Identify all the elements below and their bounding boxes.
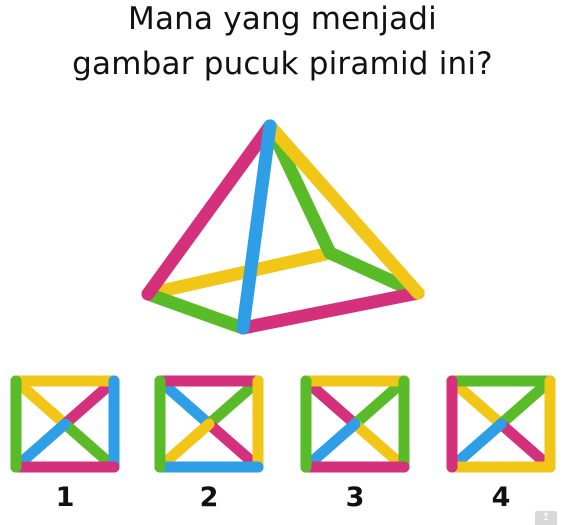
option-1-label[interactable]: 1 — [55, 482, 75, 513]
option-diagonal-bl — [446, 418, 507, 473]
option-diagonal-br — [203, 418, 264, 473]
pyramid-figure — [141, 119, 425, 335]
pyramid-edge-apex-back — [263, 119, 337, 260]
option-diagonal-br — [349, 418, 410, 473]
option-diagonal-tr — [495, 375, 556, 430]
pyramid-edge-apex-front — [236, 119, 277, 335]
option-3-figure[interactable] — [296, 372, 414, 476]
option-diagonal-bl — [154, 418, 215, 473]
pyramid-edge-base-back-right — [323, 246, 425, 300]
pyramid-edge-base-left-back — [141, 246, 337, 301]
option-1-figure[interactable] — [6, 372, 124, 476]
pyramid-edge-apex-left — [141, 119, 277, 301]
option-diagonal-tl — [300, 375, 361, 430]
pyramid-edge-apex-right — [263, 119, 425, 300]
option-3-label[interactable]: 3 — [345, 482, 365, 513]
option-2-figure[interactable] — [150, 372, 268, 476]
pyramid-edge-base-front-right — [236, 286, 425, 335]
option-diagonal-tr — [349, 375, 410, 430]
option-diagonal-br — [495, 418, 556, 473]
pyramid-edge-base-left-front — [141, 287, 250, 335]
option-diagonal-tl — [10, 375, 71, 430]
question-title-line-1: Mana yang menjadi — [128, 1, 437, 37]
question-title-line-2: gambar pucuk piramid ini? — [72, 46, 493, 82]
option-diagonal-br — [59, 418, 120, 473]
option-diagonal-bl — [10, 418, 71, 473]
option-2-label[interactable]: 2 — [199, 482, 219, 513]
option-diagonal-bl — [300, 418, 361, 473]
option-diagonal-tr — [59, 375, 120, 430]
watermark-badge: ↥ — [535, 511, 557, 525]
option-diagonal-tl — [446, 375, 507, 430]
option-4-label[interactable]: 4 — [491, 482, 511, 513]
option-diagonal-tl — [154, 375, 215, 430]
option-diagonal-tr — [203, 375, 264, 430]
option-4-figure[interactable] — [442, 372, 560, 476]
